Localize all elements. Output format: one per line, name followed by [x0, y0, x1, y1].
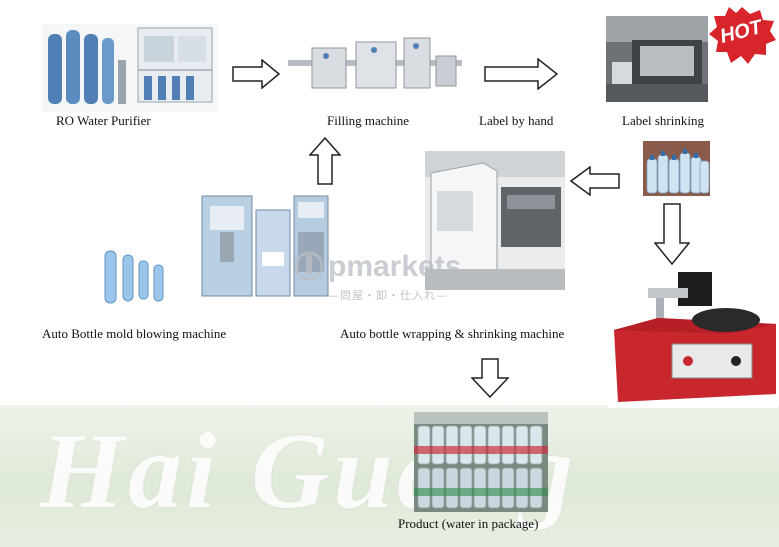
watermark-sub: —問屋・卸・仕入れ— [328, 289, 448, 302]
coding-machine-photo [608, 268, 778, 408]
step-label-blowing: Auto Bottle mold blowing machine [42, 326, 227, 341]
arrow-up-icon [309, 137, 341, 185]
watermark-brand: pmarkets [328, 250, 462, 283]
step-label-shrink: Label shrinking [622, 113, 704, 128]
step-label-ro: RO Water Purifier [56, 113, 151, 128]
step-label-filling: Filling machine [327, 113, 409, 128]
filling-machine-photo [286, 36, 464, 92]
wrapping-machine-photo [425, 151, 565, 290]
product-photo [414, 412, 548, 512]
arrow-right-icon [232, 59, 280, 89]
step-label-wrapping: Auto bottle wrapping & shrinking machine [340, 326, 565, 341]
ro-purifier-photo [42, 24, 218, 112]
label-shrinking-photo [606, 16, 708, 102]
arrow-right-icon [484, 58, 558, 90]
bottles-photo [643, 141, 710, 196]
blowing-machine-photo [198, 192, 332, 304]
preforms-photo [102, 249, 167, 307]
arrow-down-icon [654, 203, 690, 265]
brand-banner [0, 405, 779, 547]
hot-badge: HOT [708, 6, 776, 66]
step-label-hand: Label by hand [479, 113, 554, 128]
arrow-down-icon [471, 358, 509, 398]
step-label-product: Product (water in package) [398, 516, 539, 531]
arrow-left-icon [570, 166, 620, 196]
watermark-logo-icon [294, 251, 324, 281]
